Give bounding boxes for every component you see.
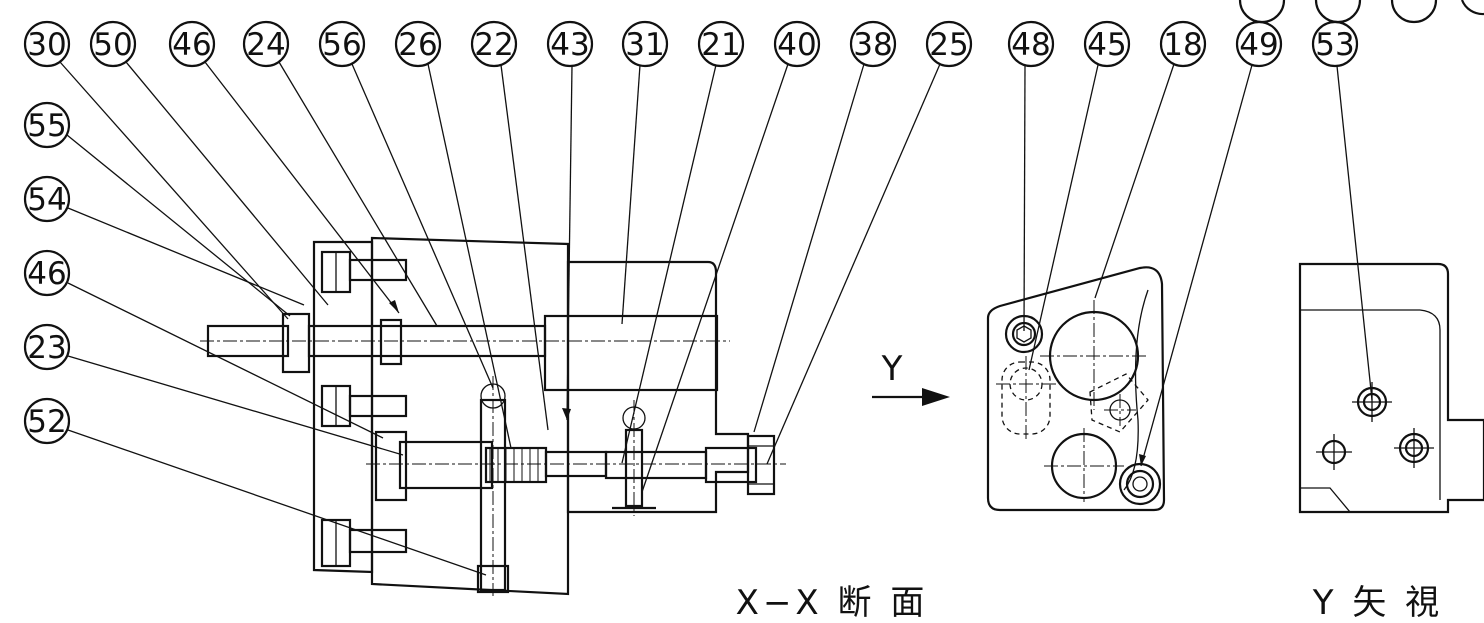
balloon-55-label: 55 — [27, 108, 66, 144]
section-view-x-x — [200, 236, 786, 596]
balloon-38: 38 — [849, 20, 897, 68]
balloon-53-label: 53 — [1315, 27, 1354, 63]
view-y-arrow: Y — [872, 349, 950, 406]
balloon-31-label: 31 — [625, 27, 664, 63]
balloon-56: 56 — [318, 20, 366, 68]
balloon-25: 25 — [925, 20, 973, 68]
balloon-18-label: 18 — [1163, 27, 1202, 63]
balloon-45: 45 — [1083, 20, 1131, 68]
balloon-49-label: 49 — [1239, 27, 1278, 63]
balloon-46-left: 46 — [23, 249, 71, 297]
balloon-38-label: 38 — [853, 27, 892, 63]
balloon-26: 26 — [394, 20, 442, 68]
balloon-53: 53 — [1311, 20, 1359, 68]
side-view-plate — [986, 266, 1166, 512]
balloon-partial-top-right — [1238, 0, 1484, 24]
balloon-45-label: 45 — [1087, 27, 1126, 63]
balloon-21: 21 — [697, 20, 745, 68]
balloon-24: 24 — [242, 20, 290, 68]
balloon-25-label: 25 — [929, 27, 968, 63]
balloon-48-label: 48 — [1011, 27, 1050, 63]
balloon-54-label: 54 — [27, 182, 66, 218]
balloon-52: 52 — [23, 397, 71, 445]
balloon-56-label: 56 — [322, 27, 361, 63]
balloon-22-label: 22 — [474, 27, 513, 63]
balloon-43: 43 — [546, 20, 594, 68]
balloon-55: 55 — [23, 101, 71, 149]
balloon-23-label: 23 — [27, 330, 66, 366]
balloon-24-label: 24 — [246, 27, 285, 63]
balloon-52-label: 52 — [27, 404, 66, 440]
view-label: Y 矢 視 — [1312, 583, 1443, 623]
balloon-26-label: 26 — [398, 27, 437, 63]
balloon-30: 30 — [23, 20, 71, 68]
leader-arrowheads — [389, 300, 1146, 466]
balloon-18: 18 — [1159, 20, 1207, 68]
balloon-40-label: 40 — [777, 27, 816, 63]
balloon-31: 31 — [621, 20, 669, 68]
section-label: X−X 断 面 — [736, 583, 929, 623]
balloon-46-top-label: 46 — [172, 27, 211, 63]
balloon-54: 54 — [23, 175, 71, 223]
balloon-23: 23 — [23, 323, 71, 371]
balloon-21-label: 21 — [701, 27, 740, 63]
balloon-48: 48 — [1007, 20, 1055, 68]
balloon-46-left-label: 46 — [27, 256, 66, 292]
balloon-46-top: 46 — [168, 20, 216, 68]
balloon-30-label: 30 — [27, 27, 66, 63]
view-y-marker: Y — [881, 349, 903, 389]
balloon-49: 49 — [1235, 20, 1283, 68]
balloon-50: 50 — [89, 20, 137, 68]
y-view-plate — [1298, 262, 1484, 514]
balloon-43-label: 43 — [550, 27, 589, 63]
balloon-50-label: 50 — [93, 27, 132, 63]
balloon-40: 40 — [773, 20, 821, 68]
balloon-22: 22 — [470, 20, 518, 68]
